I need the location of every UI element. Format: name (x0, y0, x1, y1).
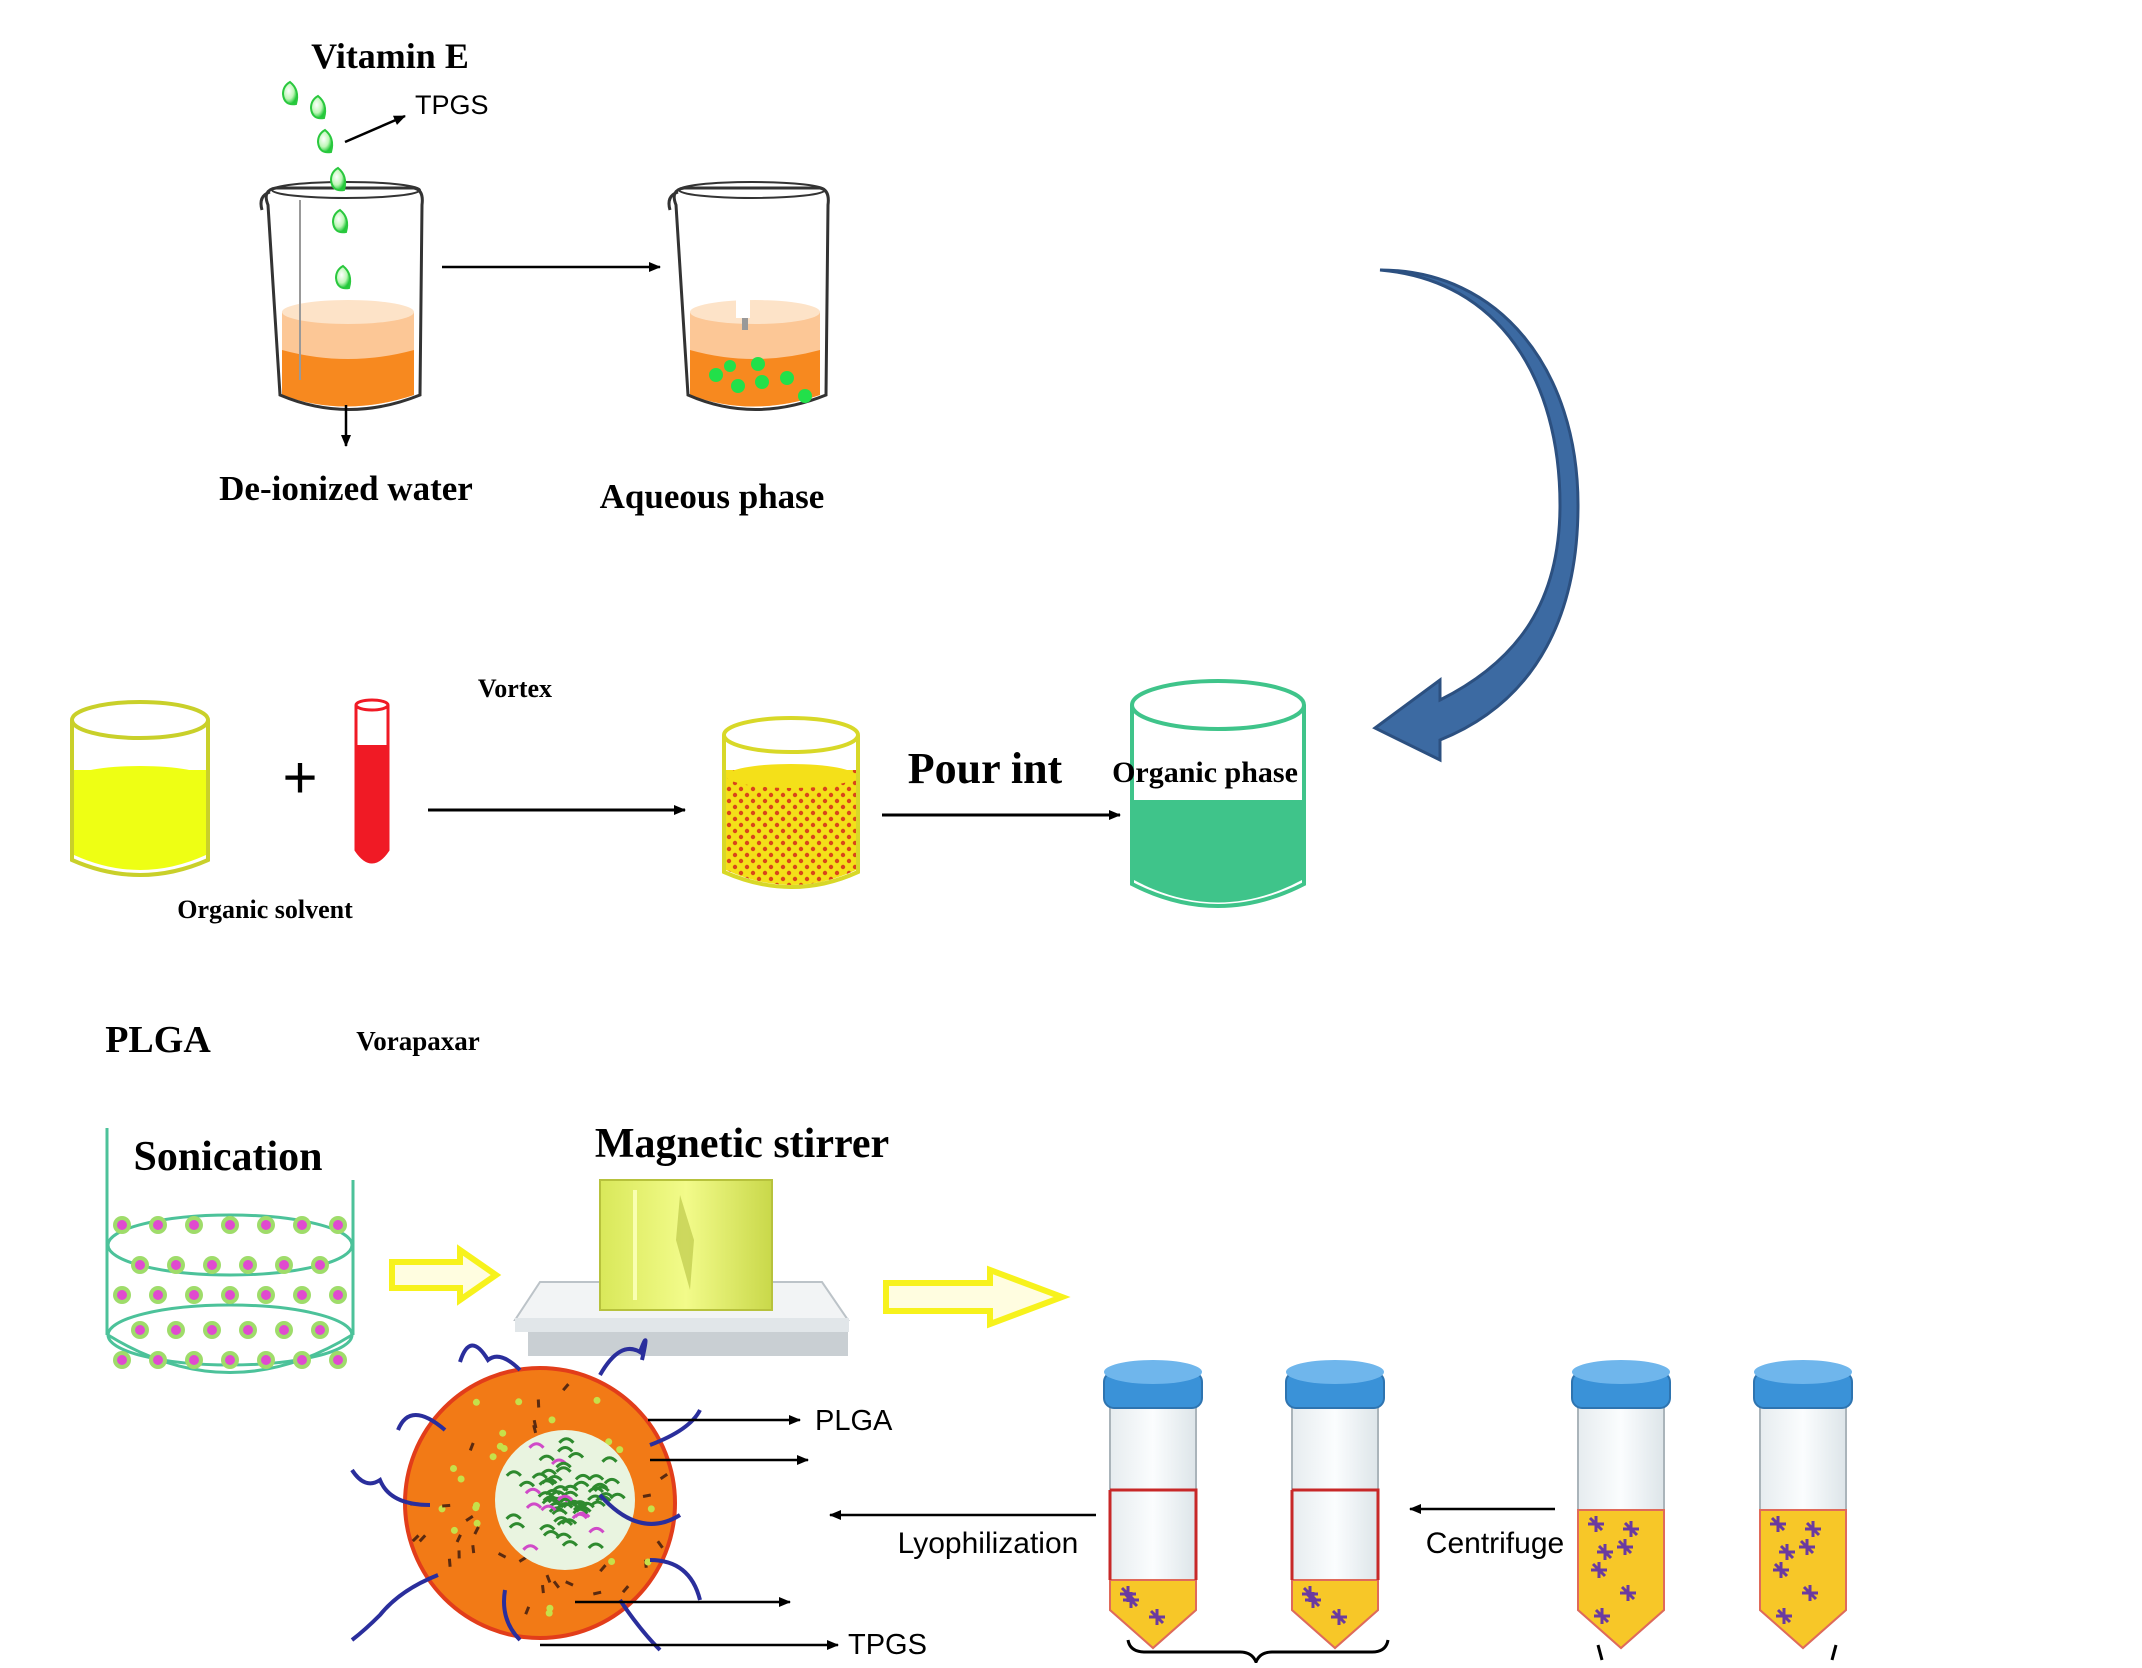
lyophilization-label: Lyophilization (898, 1527, 1079, 1560)
centrifuge-tubes (1104, 1360, 1852, 1648)
vitamin-e-speck (608, 1558, 615, 1565)
deionized-water-label: De-ionized water (219, 469, 473, 508)
sonication-particle-core (153, 1220, 163, 1230)
beaker-organic-solvent (72, 702, 208, 875)
plus-sign: + (282, 744, 317, 811)
sonication-particle-core (261, 1290, 271, 1300)
sonication-particle-core (117, 1220, 127, 1230)
sonication-particle-core (243, 1260, 253, 1270)
sonication-particle-core (153, 1355, 163, 1365)
tube-bracket-right-b (1832, 1645, 1836, 1660)
hollow-arrow-1 (392, 1250, 496, 1300)
sonication-particle-core (279, 1260, 289, 1270)
tpgs-arrow (345, 116, 405, 142)
sonication-particle-core (189, 1220, 199, 1230)
drug-speck (593, 1592, 601, 1594)
sonication-particle-core (225, 1355, 235, 1365)
sonication-particle-core (297, 1355, 307, 1365)
vitamin-e-speck (490, 1453, 497, 1460)
tube-cap-top (1104, 1360, 1202, 1384)
sonication-particle-core (171, 1325, 181, 1335)
curved-blue-arrow (1375, 270, 1578, 760)
magnetic-stirrer-device (515, 1180, 849, 1356)
sonication-particle-core (315, 1325, 325, 1335)
sonication-particle-core (135, 1260, 145, 1270)
centrifuge-label: Centrifuge (1426, 1527, 1564, 1560)
vitamin-e-speck (451, 1527, 458, 1534)
beaker-mixed-dotted (724, 718, 858, 887)
sonication-particle-core (207, 1260, 217, 1270)
vitamin-e-speck (594, 1397, 601, 1404)
sonication-particle-core (333, 1290, 343, 1300)
vitamin-e-speck (458, 1476, 465, 1483)
sonication-particle-core (207, 1325, 217, 1335)
aqueous-phase-label: Aqueous phase (600, 477, 825, 516)
plga-np-label: PLGA (815, 1405, 893, 1437)
sonication-particle-core (315, 1260, 325, 1270)
sonication-particle-core (225, 1220, 235, 1230)
tube-bracket-left (1128, 1640, 1388, 1662)
beaker-organic-phase (1132, 681, 1304, 906)
sonication-particle-core (189, 1355, 199, 1365)
vitamin-e-speck (546, 1610, 553, 1617)
vitamin-e-speck (616, 1446, 623, 1453)
tube-cap-top (1754, 1360, 1852, 1384)
sonication-particle-core (189, 1290, 199, 1300)
drug-speck (543, 1585, 544, 1593)
sonication-particle-core (135, 1325, 145, 1335)
tpgs-np-label: TPGS (848, 1629, 927, 1661)
vitamin-e-speck (474, 1520, 481, 1527)
vitamin-e-speck (497, 1443, 504, 1450)
red-test-tube (356, 700, 388, 862)
vitamin-e-speck (499, 1430, 506, 1437)
tube-bracket-right-a (1598, 1645, 1602, 1660)
drug-speck (473, 1545, 474, 1553)
vitamin-e-speck (472, 1504, 479, 1511)
tpgs-top-label: TPGS (415, 90, 489, 120)
vitamin-e-speck (450, 1465, 457, 1472)
tube-pellet (1760, 1510, 1846, 1648)
beaker-aqueous-phase (669, 182, 828, 410)
drug-speck (643, 1495, 651, 1497)
sonication-particle-core (261, 1220, 271, 1230)
plga-label-top: PLGA (105, 1019, 211, 1061)
sonication-label: Sonication (133, 1134, 322, 1180)
vitamin-e-speck (549, 1416, 556, 1423)
drug-speck (442, 1505, 450, 1506)
vortex-label: Vortex (478, 674, 552, 703)
vitamin-e-speck (515, 1398, 522, 1405)
pour-into-label: Pour int (908, 744, 1063, 793)
sonication-particle-core (297, 1220, 307, 1230)
sonication-particle-core (117, 1290, 127, 1300)
organic-solvent-label: Organic solvent (177, 895, 353, 924)
sonication-particle-core (225, 1290, 235, 1300)
vorapaxar-label: Vorapaxar (356, 1026, 480, 1056)
vitamin-e-label: Vitamin E (311, 36, 469, 76)
nanoparticle (352, 1340, 700, 1650)
hollow-arrow-2 (886, 1270, 1062, 1324)
sonication-particle-core (297, 1290, 307, 1300)
drug-speck (449, 1559, 450, 1567)
sonication-particle-core (261, 1355, 271, 1365)
tube-cap-top (1286, 1360, 1384, 1384)
sonication-particle-core (333, 1355, 343, 1365)
sonication-particle-core (117, 1355, 127, 1365)
tube-cap-top (1572, 1360, 1670, 1384)
sonication-particle-core (333, 1220, 343, 1230)
tube-pellet (1578, 1510, 1664, 1648)
drug-speck (534, 1420, 536, 1428)
sonication-particle-core (153, 1290, 163, 1300)
vitamin-e-speck (473, 1399, 480, 1406)
vitamin-e-speck (648, 1505, 655, 1512)
organic-phase-label: Organic phase (1112, 756, 1298, 789)
sonication-particle-core (243, 1325, 253, 1335)
sonication-particle-core (171, 1260, 181, 1270)
sonication-particle-core (279, 1325, 289, 1335)
magnetic-stirrer-label: Magnetic stirrer (595, 1121, 889, 1167)
